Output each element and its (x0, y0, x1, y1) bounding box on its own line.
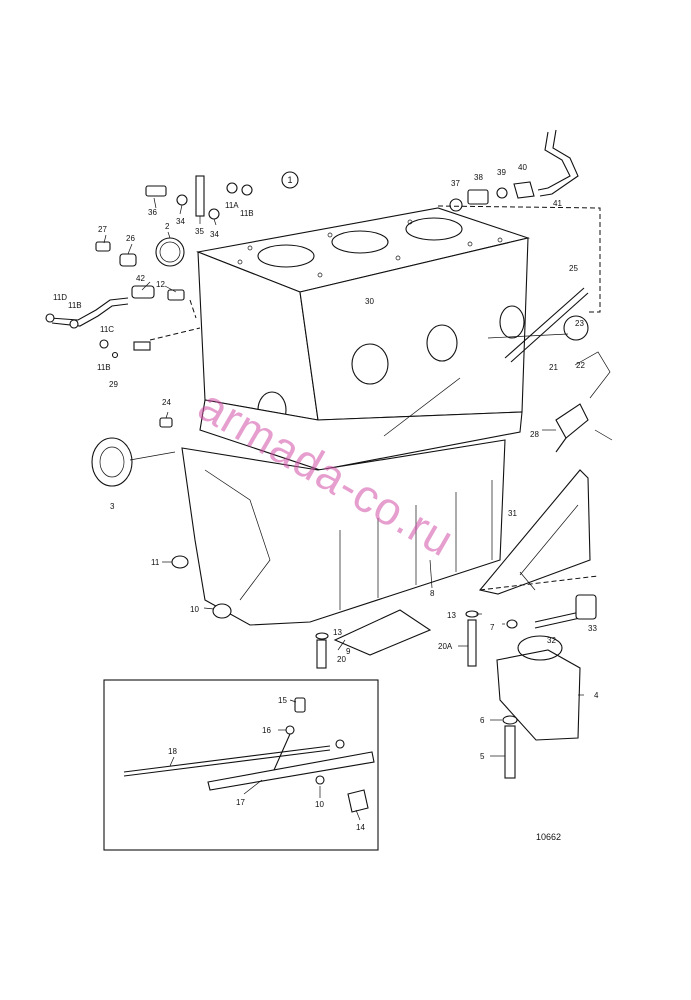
oil-sump (181, 439, 506, 626)
callout-11C: 11C (100, 325, 114, 334)
callout-6: 6 (480, 716, 485, 725)
inset-dipstick-box (103, 679, 379, 851)
part-sensor-28 (555, 403, 589, 453)
callout-20: 20 (337, 655, 346, 664)
callout-23: 23 (575, 319, 584, 328)
engine-rear-face-outline (574, 351, 613, 441)
part-plug-11 (171, 555, 189, 569)
callout-11: 11 (151, 558, 160, 567)
cylinder-block (196, 207, 531, 471)
callout-11A: 11A (225, 201, 239, 210)
leader-lines (103, 197, 584, 821)
svg-text:1: 1 (287, 175, 292, 185)
callout-4: 4 (594, 691, 599, 700)
part-plug-10 (212, 603, 232, 619)
callout-27: 27 (98, 225, 107, 234)
callout-11B: 11B (97, 363, 111, 372)
part-dowel-24 (159, 417, 173, 428)
callout-21: 21 (549, 363, 558, 372)
callout-26: 26 (126, 234, 135, 243)
callout-36: 36 (148, 208, 157, 217)
callout-16: 16 (262, 726, 271, 735)
callout-13: 13 (447, 611, 456, 620)
callout-31: 31 (508, 509, 517, 518)
callout-20A: 20A (438, 642, 453, 651)
callout-13: 13 (333, 628, 342, 637)
callout-39: 39 (497, 168, 506, 177)
part-crank-seal (91, 437, 133, 487)
callout-3: 3 (110, 502, 115, 511)
callout-34: 34 (176, 217, 185, 226)
callout-8: 8 (430, 589, 435, 598)
callout-7: 7 (490, 623, 495, 632)
callout-11B: 11B (68, 301, 82, 310)
callout-32: 32 (547, 636, 556, 645)
callout-37: 37 (451, 179, 460, 188)
callout-10: 10 (190, 605, 199, 614)
part-bolt-32-spacer-33 (534, 594, 597, 629)
callout-12: 12 (156, 280, 165, 289)
part-main-bearing-cap-4 (496, 619, 581, 779)
callout-30: 30 (365, 297, 374, 306)
callout-18: 18 (168, 747, 177, 756)
callout-25: 25 (569, 264, 578, 273)
callout-24: 24 (162, 398, 171, 407)
part-oring-23 (563, 315, 589, 341)
callout-29: 29 (109, 380, 118, 389)
callout-15: 15 (278, 696, 287, 705)
part-fittings-top-left (95, 175, 253, 359)
callout-5: 5 (480, 752, 485, 761)
part-bolts-20 (315, 610, 479, 669)
drawing-number: 10662 (536, 832, 561, 842)
callout-38: 38 (474, 173, 483, 182)
callout-35: 35 (195, 227, 204, 236)
callout-41: 41 (553, 199, 562, 208)
callout-22: 22 (576, 361, 585, 370)
part-bracket-31 (478, 469, 591, 595)
callout-11D: 11D (53, 293, 67, 302)
callout-14: 14 (356, 823, 365, 832)
callout-9: 9 (346, 647, 351, 656)
callout-42: 42 (136, 274, 145, 283)
part-pipe-11 (45, 297, 129, 349)
callout-34: 34 (210, 230, 219, 239)
part-oil-line-top-right (449, 129, 579, 212)
callout-labels: 36 34 35 34 11A 11B 2 27 26 42 12 11D 11… (53, 163, 599, 832)
part-seal-ring (155, 237, 185, 267)
callout-33: 33 (588, 624, 597, 633)
callout-2: 2 (165, 222, 170, 231)
sheet-marker: 1 (281, 171, 299, 189)
callout-11B: 11B (240, 209, 254, 218)
callout-28: 28 (530, 430, 539, 439)
hidden-lines (149, 205, 601, 591)
callout-17: 17 (236, 798, 245, 807)
callout-40: 40 (518, 163, 527, 172)
part-gasket-9 (333, 609, 432, 656)
callout-10: 10 (315, 800, 324, 809)
part-dipstick-tube-25 (504, 287, 589, 363)
